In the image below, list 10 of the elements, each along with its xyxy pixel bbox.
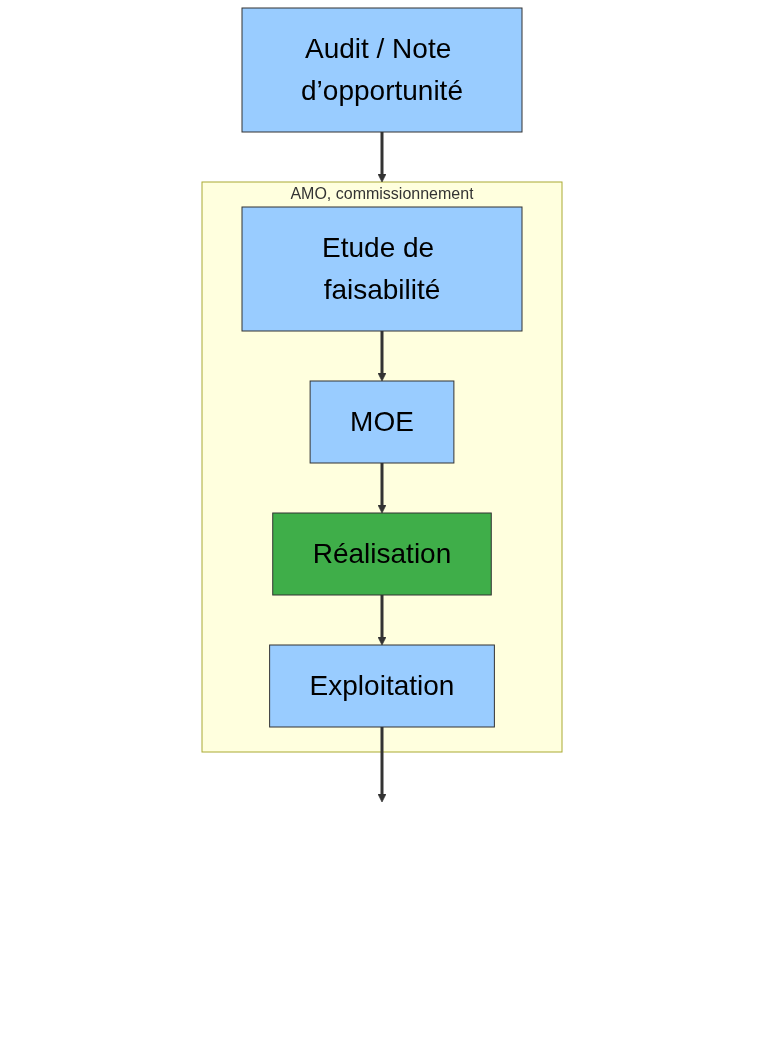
arrow xyxy=(377,727,386,803)
arrow xyxy=(377,331,386,382)
node-box: MOE xyxy=(309,380,454,464)
node-box: Réalisation xyxy=(271,512,492,596)
arrow xyxy=(377,595,386,646)
arrow xyxy=(377,463,386,514)
node-box: Etude de faisabilité xyxy=(241,206,522,332)
node-box: Exploitation xyxy=(268,644,495,728)
node-box: Audit / Note d’opportunité xyxy=(241,7,522,133)
arrow xyxy=(377,132,386,183)
